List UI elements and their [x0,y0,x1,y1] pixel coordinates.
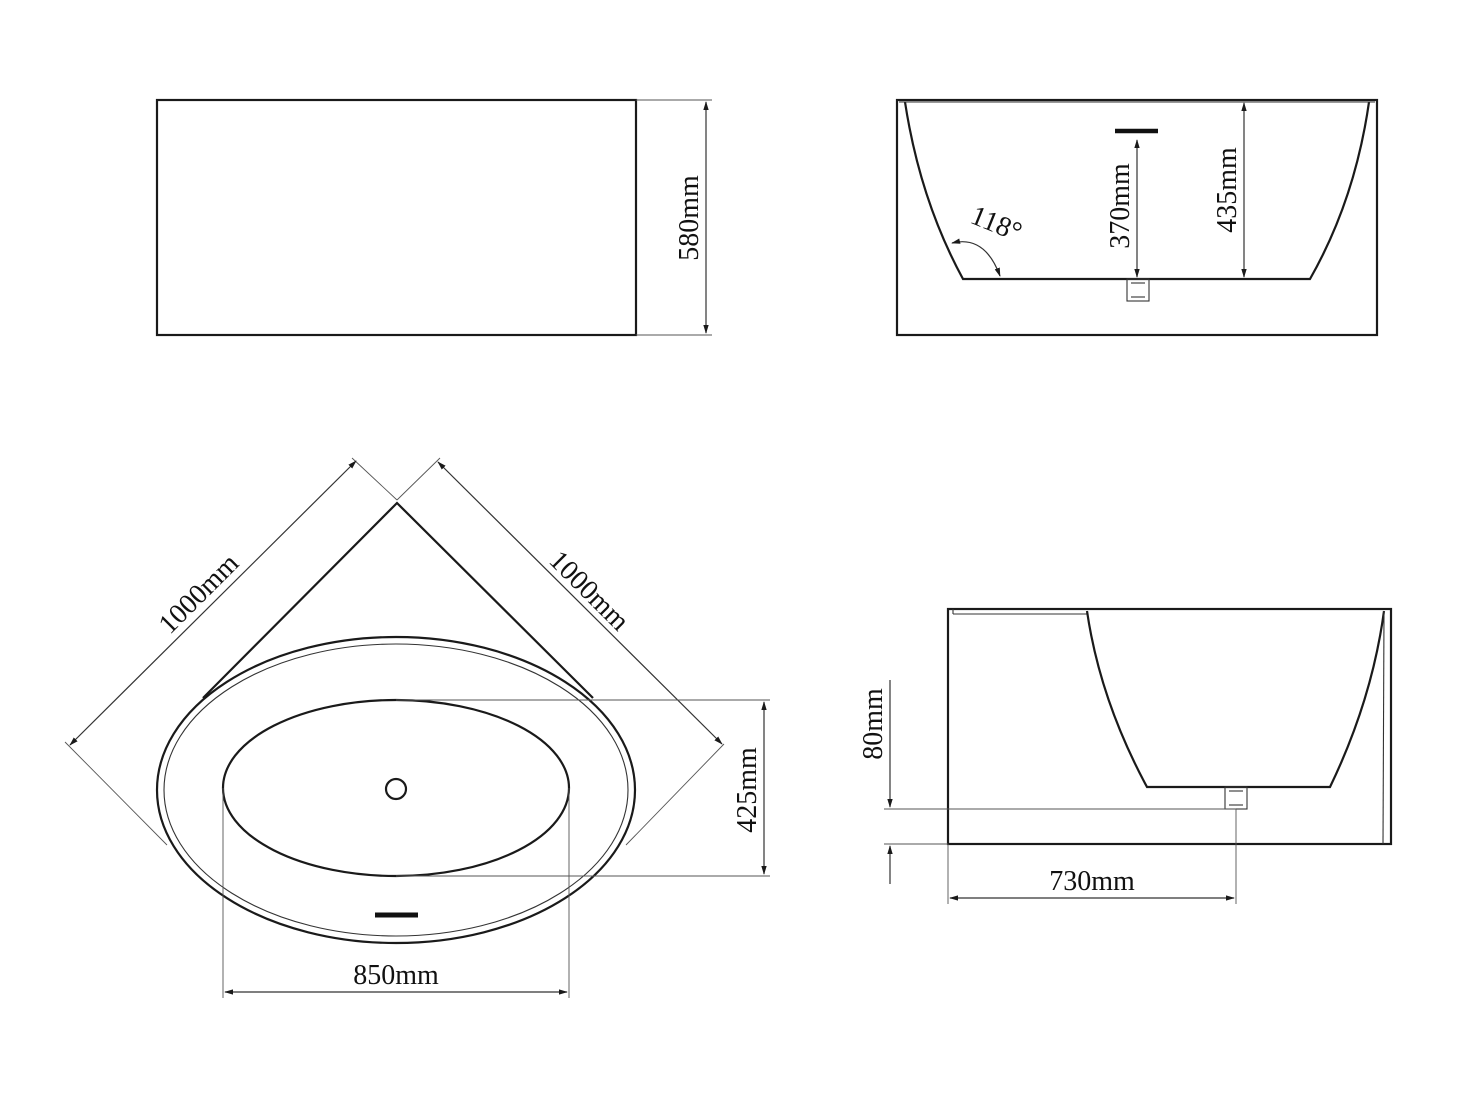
side-view: 80mm 730mm [858,607,1393,904]
side-drain-offset-label: 730mm [1049,866,1135,897]
plan-left-dimension-line [69,460,357,746]
plan-basin-width-label: 850mm [353,960,439,991]
side-base-label: 80mm [858,688,889,760]
plan-right-dimension-line [437,461,723,745]
front-view: 580mm [155,98,712,337]
plan-rim-inner [163,643,629,937]
section-view: 370mm 435mm 118° [895,98,1379,337]
plan-view: 1000mm 1000mm 425mm 850mm [64,457,770,998]
section-drain-stub [1126,278,1150,302]
side-view-outline [946,607,1393,846]
plan-left-ext-bottom [64,741,168,846]
section-angle-arc [951,238,1001,277]
plan-basin [221,698,571,878]
side-drain-stub [1224,786,1248,810]
side-back-edge [1382,610,1385,845]
section-angle-label: 118° [966,200,1026,248]
plan-rim-outer [155,635,637,945]
plan-right-ext-bottom [625,743,725,846]
section-view-outline [895,98,1379,337]
plan-right-ext-top [396,457,441,501]
plan-basin-depth-label: 425mm [732,747,763,833]
plan-right-side-label: 1000mm [543,545,635,637]
plan-left-side-label: 1000mm [153,548,245,640]
plan-drain-hole [384,777,408,801]
plan-corner-outline [202,501,594,699]
front-height-label: 580mm [674,175,705,261]
section-depth-label: 435mm [1212,147,1243,233]
side-basin-profile [1085,610,1386,789]
front-view-outline [155,98,638,337]
plan-left-ext-top [351,457,398,501]
section-drain-height-label: 370mm [1105,163,1136,249]
